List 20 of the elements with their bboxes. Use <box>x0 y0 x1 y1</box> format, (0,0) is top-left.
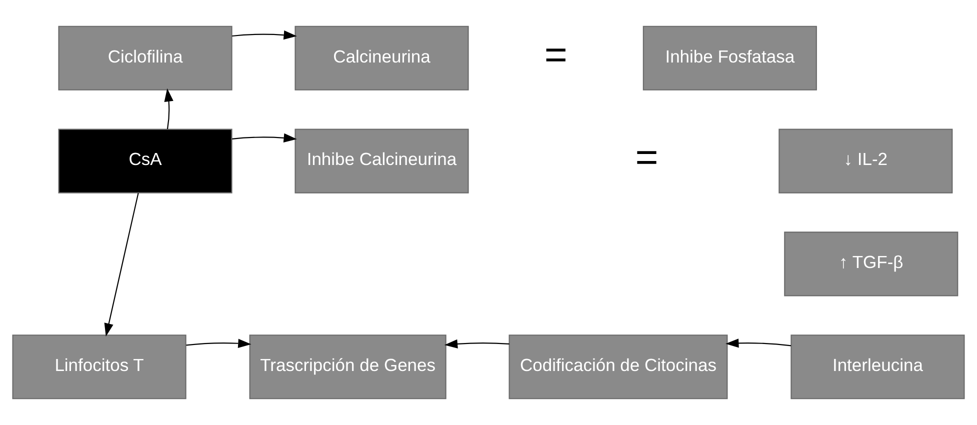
arrow <box>164 88 174 130</box>
node-box: Inhibe Calcineurina <box>294 128 469 194</box>
arrow <box>186 338 252 348</box>
node-box: Ciclofilina <box>58 26 232 90</box>
label: = <box>635 136 658 180</box>
node-box: Codificación de Citocinas <box>508 334 728 400</box>
label: = <box>544 32 568 77</box>
node-box: ↓ IL-2 <box>778 128 953 194</box>
arrow <box>104 192 139 336</box>
arrow <box>726 338 792 348</box>
arrow <box>444 339 510 348</box>
node-box: Inhibe Fosfatasa <box>642 26 817 90</box>
node-box: Trascripción de Genes <box>249 334 446 400</box>
node-box: CsA <box>58 128 232 194</box>
node-box: Linfocitos T <box>12 334 186 400</box>
arrow <box>232 30 297 40</box>
arrow <box>232 133 297 143</box>
node-box: ↑ TGF-β <box>784 232 958 296</box>
node-box: Interleucina <box>790 334 965 400</box>
node-box: Calcineurina <box>294 26 469 90</box>
